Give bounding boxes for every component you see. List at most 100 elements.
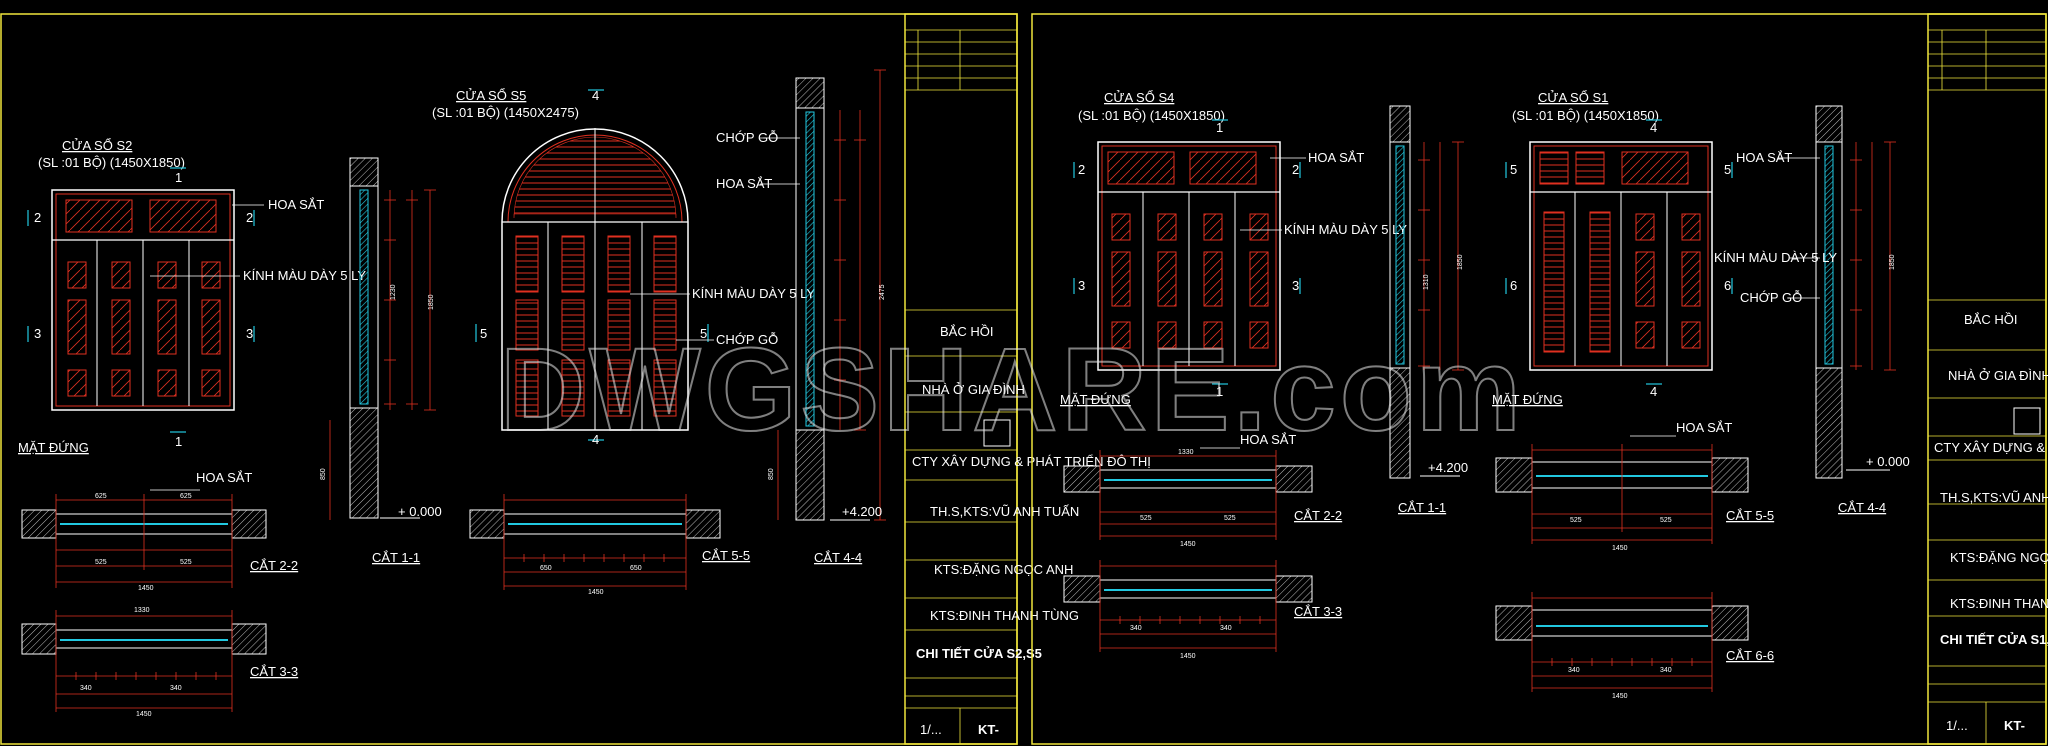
s4-marker-3-left: 3 [1078, 278, 1085, 293]
s22-dim-625b: 625 [180, 493, 192, 500]
s43-dim-total: 1450 [1180, 653, 1196, 660]
s5-marker-4-bottom: 4 [592, 432, 599, 447]
s1-elevation-label: MẶT ĐỨNG [1492, 392, 1563, 407]
tb1-owner: BẮC HỒI [940, 324, 993, 339]
s5-marker-5-right: 5 [700, 326, 707, 341]
s15-note-hoa-sat: HOA SẮT [1676, 420, 1732, 435]
s42-dim-525b: 525 [1224, 515, 1236, 522]
s2-note-kinh: KÍNH MÀU DÀY 5 LY [243, 268, 366, 283]
s1-subtitle: (SL :01 BỘ) (1450X1850) [1512, 108, 1659, 123]
s2-note-hoa-sat: HOA SẮT [268, 197, 324, 212]
sheet-1: CỬA SỔ S2 (SL :01 BỘ) (1450X1850) 2 [0, 13, 1151, 745]
s43-dim-340a: 340 [1130, 625, 1142, 632]
s1-note-hoa-sat: HOA SẮT [1736, 150, 1792, 165]
s1-cut-5-5: CẮT 5-5 [1726, 508, 1774, 523]
s2-title: CỬA SỔ S2 [62, 138, 132, 153]
tb2-drawing-name: CHI TIẾT CỬA S1,S4 [1940, 632, 2048, 647]
s22-dim-625a: 625 [95, 493, 107, 500]
tb2-owner: BẮC HỒI [1964, 312, 2017, 327]
s42-note-hoa-sat: HOA SẮT [1240, 432, 1296, 447]
window-s1-elevation: CỬA SỔ S1 (SL :01 BỘ) (1450X1850) 5 5 [1492, 90, 1733, 407]
s2-section-2-2: 625 625 525 525 1450 HOA SẮT CẮT 2-2 [21, 470, 298, 592]
s16-dim-340a: 340 [1568, 667, 1580, 674]
window-s4-elevation: CỬA SỔ S4 (SL :01 BỘ) (1450X1850) 2 2 3 [1060, 90, 1407, 407]
s15-dim-total: 1450 [1612, 545, 1628, 552]
s4-elevation-label: MẶT ĐỨNG [1060, 392, 1131, 407]
s4-cut-2-2: CẮT 2-2 [1294, 508, 1342, 523]
s4-marker-2-left: 2 [1078, 162, 1085, 177]
s4-marker-2-right: 2 [1292, 162, 1299, 177]
s2-section-3-3: 1330 340 340 1450 CẮT 3-3 [21, 607, 298, 718]
s5-dim-total: 2475 [879, 284, 886, 300]
s5-note-kinh: KÍNH MÀU DÀY 5 LY [692, 286, 815, 301]
s4-subtitle: (SL :01 BỘ) (1450X1850) [1078, 108, 1225, 123]
s1-marker-6-right: 6 [1724, 278, 1731, 293]
s4-section-2-2: 1330 525 525 1450 HOA SẮT CẮT 2-2 [1063, 432, 1342, 548]
s2-cut-1-1: CẮT 1-1 [372, 550, 420, 565]
s4-marker-3-right: 3 [1292, 278, 1299, 293]
s42-dim-inner: 1330 [1178, 449, 1194, 456]
s4-dim-h: 1310 [1423, 274, 1430, 290]
s2-dim-total: 1850 [428, 294, 435, 310]
s1-note-chop-go: CHỚP GỖ [1740, 290, 1802, 305]
s2-marker-2-left: 2 [34, 210, 41, 225]
s5-section-4-4: CHỚP GỖ HOA SẮT 2475 850 +4.200 CẮT 4-4 [716, 69, 886, 565]
s1-note-kinh: KÍNH MÀU DÀY 5 LY [1714, 250, 1837, 265]
s33-dim-inner: 1330 [134, 607, 150, 614]
sheet-2-title-block: BẮC HỒI NHÀ Ở GIA ĐÌNH CTY XÂY DỰNG & PH… [1928, 29, 2048, 744]
tb1-person-3: KTS:ĐINH THANH TÙNG [930, 608, 1079, 623]
tb1-drawing-name: CHI TIẾT CỬA S2,S5 [916, 646, 1042, 661]
s4-note-kinh: KÍNH MÀU DÀY 5 LY [1284, 222, 1407, 237]
s5-marker-4-top: 4 [592, 88, 599, 103]
tb1-code: KT- [978, 722, 999, 737]
s4-level: +4.200 [1428, 460, 1468, 475]
s55-dim-650b: 650 [630, 565, 642, 572]
s2-section-1-1: 1230 1850 850 + 0.000 CẮT 1-1 [320, 157, 442, 565]
s2-cut-3-3: CẮT 3-3 [250, 664, 298, 679]
s5-marker-5-left: 5 [480, 326, 487, 341]
s2-marker-1-top: 1 [175, 170, 182, 185]
tb2-person-3: KTS:ĐINH THANH TÙNG [1950, 596, 2048, 611]
s4-cut-1-1: CẮT 1-1 [1398, 500, 1446, 515]
s1-cut-6-6: CẮT 6-6 [1726, 648, 1774, 663]
s2-marker-3-left: 3 [34, 326, 41, 341]
s2-elevation-label: MẶT ĐỨNG [18, 440, 89, 455]
tb2-company: CTY XÂY DỰNG & PHÁT TRIỂN ĐÔ THỊ [1934, 440, 2048, 455]
s1-section-5-5: 525 525 1450 HOA SẮT CẮT 5-5 [1495, 420, 1774, 552]
s5-subtitle: (SL :01 BỘ) (1450X2475) [432, 105, 579, 120]
s1-title: CỬA SỔ S1 [1538, 90, 1608, 105]
s4-note-hoa-sat: HOA SẮT [1308, 150, 1364, 165]
tb2-sheet-no: 1/... [1946, 718, 1968, 733]
s5-level: +4.200 [842, 504, 882, 519]
s5-cut-4-4: CẮT 4-4 [814, 550, 862, 565]
s5-dim-sill: 850 [768, 468, 775, 480]
s42-dim-525a: 525 [1140, 515, 1152, 522]
s15-dim-525a: 525 [1570, 517, 1582, 524]
s5-note-chop-go-2: CHỚP GỖ [716, 130, 778, 145]
s1-level: + 0.000 [1866, 454, 1910, 469]
tb2-person-2: KTS:ĐẶNG NGỌC ANH [1950, 550, 2048, 565]
s1-marker-6-left: 6 [1510, 278, 1517, 293]
s22-note-hoa-sat: HOA SẮT [196, 470, 252, 485]
s5-note-hoa-sat: HOA SẮT [716, 176, 772, 191]
s1-marker-5-left: 5 [1510, 162, 1517, 177]
s1-marker-5-right: 5 [1724, 162, 1731, 177]
s55-dim-650a: 650 [540, 565, 552, 572]
s5-cut-5-5: CẮT 5-5 [702, 548, 750, 563]
sheet-1-title-block: BẮC HỒI NHÀ Ở GIA ĐÌNH CTY XÂY DỰNG & PH… [905, 29, 1151, 744]
tb1-person-2: KTS:ĐẶNG NGỌC ANH [934, 562, 1073, 577]
s1-cut-4-4: CẮT 4-4 [1838, 500, 1886, 515]
sheet-2: CỬA SỔ S4 (SL :01 BỘ) (1450X1850) 2 2 3 [1031, 13, 2048, 745]
s1-section-6-6: 340 340 1450 CẮT 6-6 [1495, 592, 1774, 700]
window-s5-elevation: CỬA SỔ S5 (SL :01 BỘ) (1450X2475) 5 5 [432, 88, 815, 447]
s4-cut-3-3: CẮT 3-3 [1294, 604, 1342, 619]
s4-marker-1-bottom: 1 [1216, 384, 1223, 399]
tb2-person-1: TH.S,KTS:VŨ ANH TUẤN [1940, 490, 2048, 505]
s16-dim-total: 1450 [1612, 693, 1628, 700]
s1-marker-4-bottom: 4 [1650, 384, 1657, 399]
s5-title: CỬA SỔ S5 [456, 88, 526, 103]
s33-dim-total: 1450 [136, 711, 152, 718]
s22-dim-total: 1450 [138, 585, 154, 592]
s1-marker-4-top: 4 [1650, 120, 1657, 135]
